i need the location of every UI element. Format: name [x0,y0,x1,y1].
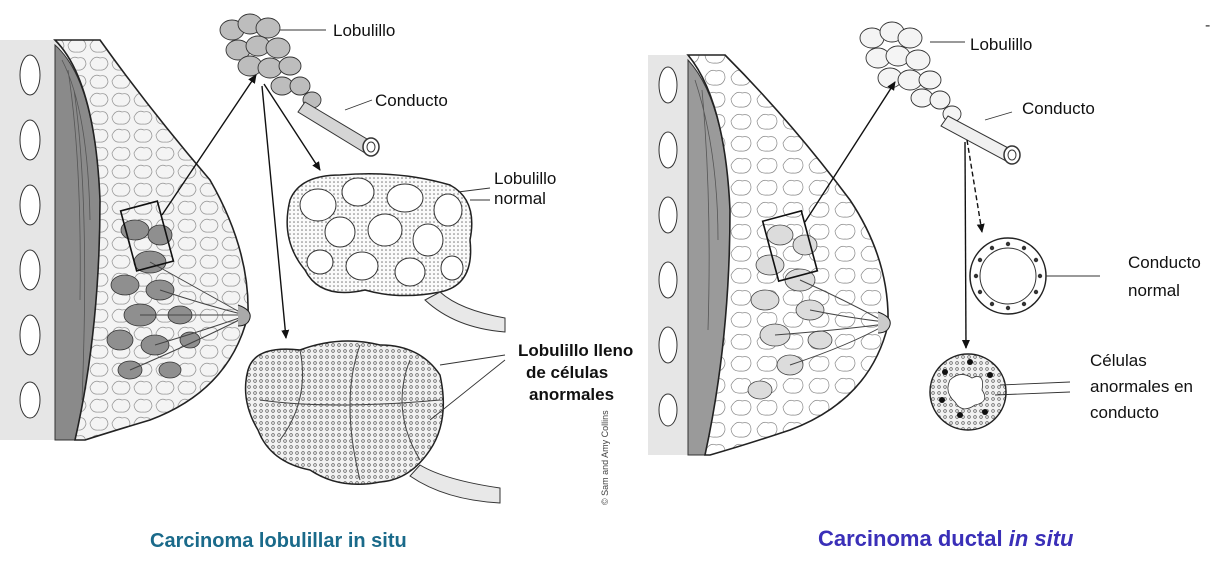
right-label-lobule: Lobulillo [970,34,1032,55]
caption-lobular: Carcinoma lobulillar in situ [150,530,407,553]
abnormal-duct-drawing [930,354,1006,430]
normal-duct-drawing [970,238,1046,314]
abnormal-lobule-drawing [246,341,500,503]
left-label-normal-lobule-2: normal [494,188,546,209]
left-label-normal-lobule-1: Lobulillo [494,168,556,189]
copyright-credit: © Sam and Amy Collins [600,410,610,505]
right-label-abnormal-2: anormales en [1090,376,1193,397]
left-label-abnormal-2: de células [526,362,608,383]
left-breast-section [0,40,250,440]
right-leader-lines [930,42,1100,395]
tilde-mark: - [1205,17,1210,34]
caption-ductal: Carcinoma ductal in situ [818,526,1074,552]
left-label-duct: Conducto [375,90,448,111]
normal-lobule-drawing [287,174,505,332]
left-label-lobule: Lobulillo [333,20,395,41]
right-label-abnormal-1: Células [1090,350,1147,371]
caption-ductal-main: Carcinoma ductal [818,526,1009,551]
left-label-abnormal-1: Lobulillo lleno [518,340,633,361]
right-label-normal-duct-1: Conducto [1128,252,1201,273]
right-label-abnormal-3: conducto [1090,402,1159,423]
right-breast-section [648,55,890,455]
caption-ductal-italic: in situ [1009,526,1074,551]
right-label-normal-duct-2: normal [1128,280,1180,301]
left-label-abnormal-3: anormales [529,384,614,405]
right-label-duct: Conducto [1022,98,1095,119]
